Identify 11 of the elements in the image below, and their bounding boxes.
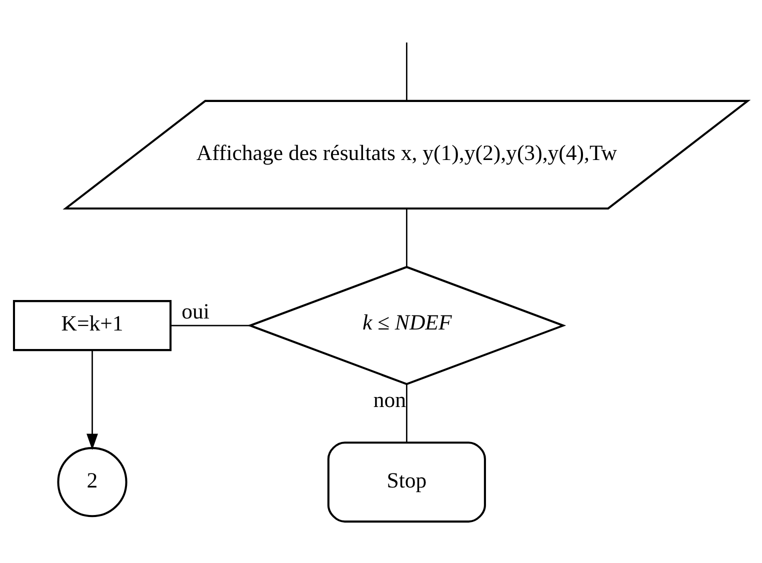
edge-label: non	[373, 388, 406, 412]
node-circle: 2	[57, 447, 128, 518]
connector	[170, 324, 250, 326]
connector	[406, 42, 408, 100]
connector	[406, 384, 408, 443]
node-diamond: k ≤ NDEF	[247, 266, 566, 386]
arrow	[86, 350, 98, 450]
edge-label: oui	[182, 299, 210, 324]
connector	[406, 208, 408, 267]
node-box: Stop	[327, 442, 486, 523]
node-box: K=k+1	[12, 300, 172, 352]
